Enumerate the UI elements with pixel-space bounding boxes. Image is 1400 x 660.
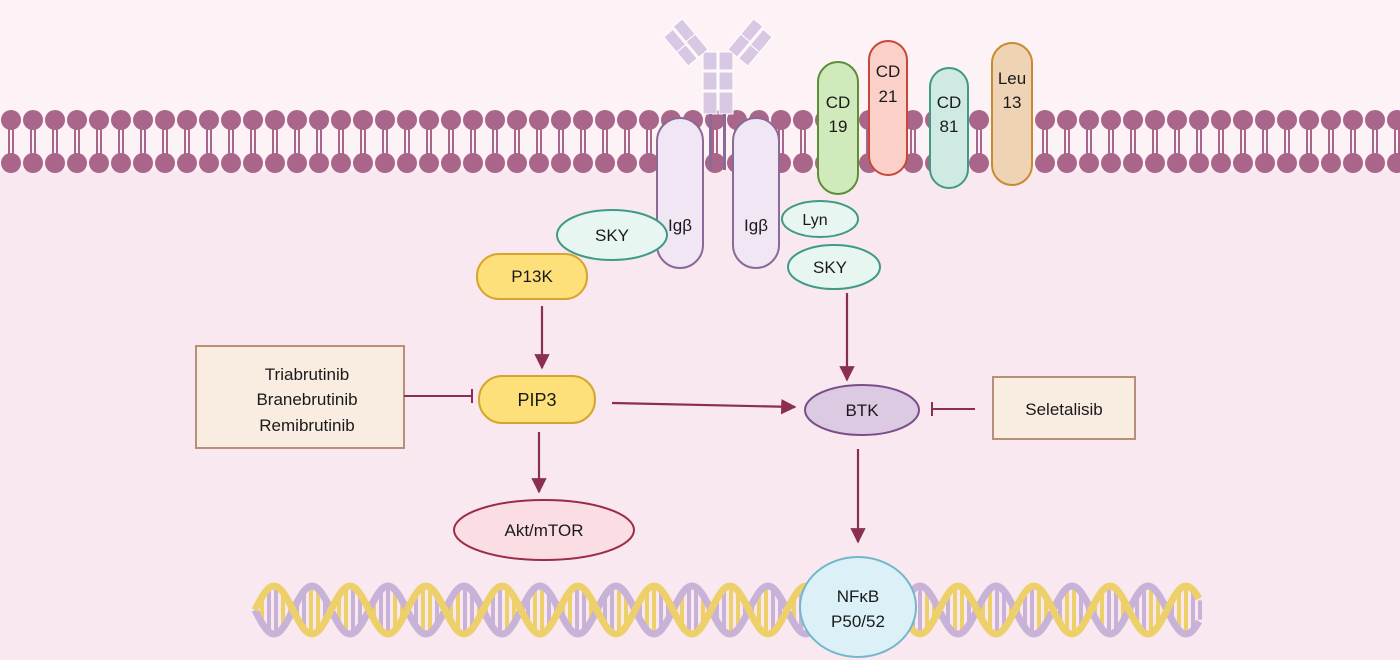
sky-right-label: SKY (813, 258, 847, 277)
cd81-label-line1: CD (937, 93, 962, 112)
cd19-label-line2: 19 (829, 117, 848, 136)
nfkb-label-line1: NFκB (837, 587, 880, 606)
cd21-label-line1: CD (876, 62, 901, 81)
igb-right-label: Igβ (744, 216, 768, 235)
btk-inhibitor-box: Triabrutinib Branebrutinib Remibrutinib (195, 345, 405, 449)
cd21-label-line2: 21 (879, 87, 898, 106)
pip3-label: PIP3 (517, 390, 556, 410)
cd19-label-line1: CD (826, 93, 851, 112)
cd81-receptor: CD 81 (929, 67, 969, 189)
b-cell-receptor-antibody (663, 18, 773, 170)
seletalisib-box: Seletalisib (992, 376, 1136, 440)
sky-left-label: SKY (595, 226, 629, 245)
arrow-pip3-to-btk (611, 398, 797, 415)
p13k-label: P13K (511, 267, 553, 286)
igb-right: Igβ (732, 117, 780, 269)
lyn-node: Lyn (781, 200, 859, 238)
drug-seletalisib: Seletalisib (1025, 400, 1103, 419)
pip3-node: PIP3 (478, 375, 596, 424)
cd21-receptor: CD 21 (868, 40, 908, 176)
drug-remibrutinib: Remibrutinib (259, 416, 354, 435)
lyn-label: Lyn (802, 212, 827, 229)
nfkb-node: NFκB P50/52 (799, 556, 917, 658)
drug-triabrutinib: Triabrutinib (265, 365, 349, 384)
pathway-arrows (404, 293, 975, 544)
igb-left: Igβ (656, 117, 704, 269)
leu13-label-line1: Leu (998, 69, 1026, 88)
dna-helix (251, 582, 1202, 638)
leu13-label-line2: 13 (1003, 93, 1022, 112)
extracellular-space (0, 0, 1400, 120)
p13k-node: P13K (476, 253, 588, 300)
drug-branebrutinib: Branebrutinib (256, 390, 357, 409)
sky-right-node: SKY (787, 244, 881, 290)
cd19-receptor: CD 19 (817, 61, 859, 195)
btk-label: BTK (845, 401, 879, 420)
akt-mtor-node: Akt/mTOR (453, 499, 635, 561)
cd81-label-line2: 81 (940, 117, 959, 136)
akt-mtor-label: Akt/mTOR (504, 521, 583, 540)
sky-left-node: SKY (556, 209, 668, 261)
igb-left-label: Igβ (668, 216, 692, 235)
nfkb-label-line2: P50/52 (831, 612, 885, 631)
btk-node: BTK (804, 384, 920, 436)
leu13-receptor: Leu 13 (991, 42, 1033, 186)
